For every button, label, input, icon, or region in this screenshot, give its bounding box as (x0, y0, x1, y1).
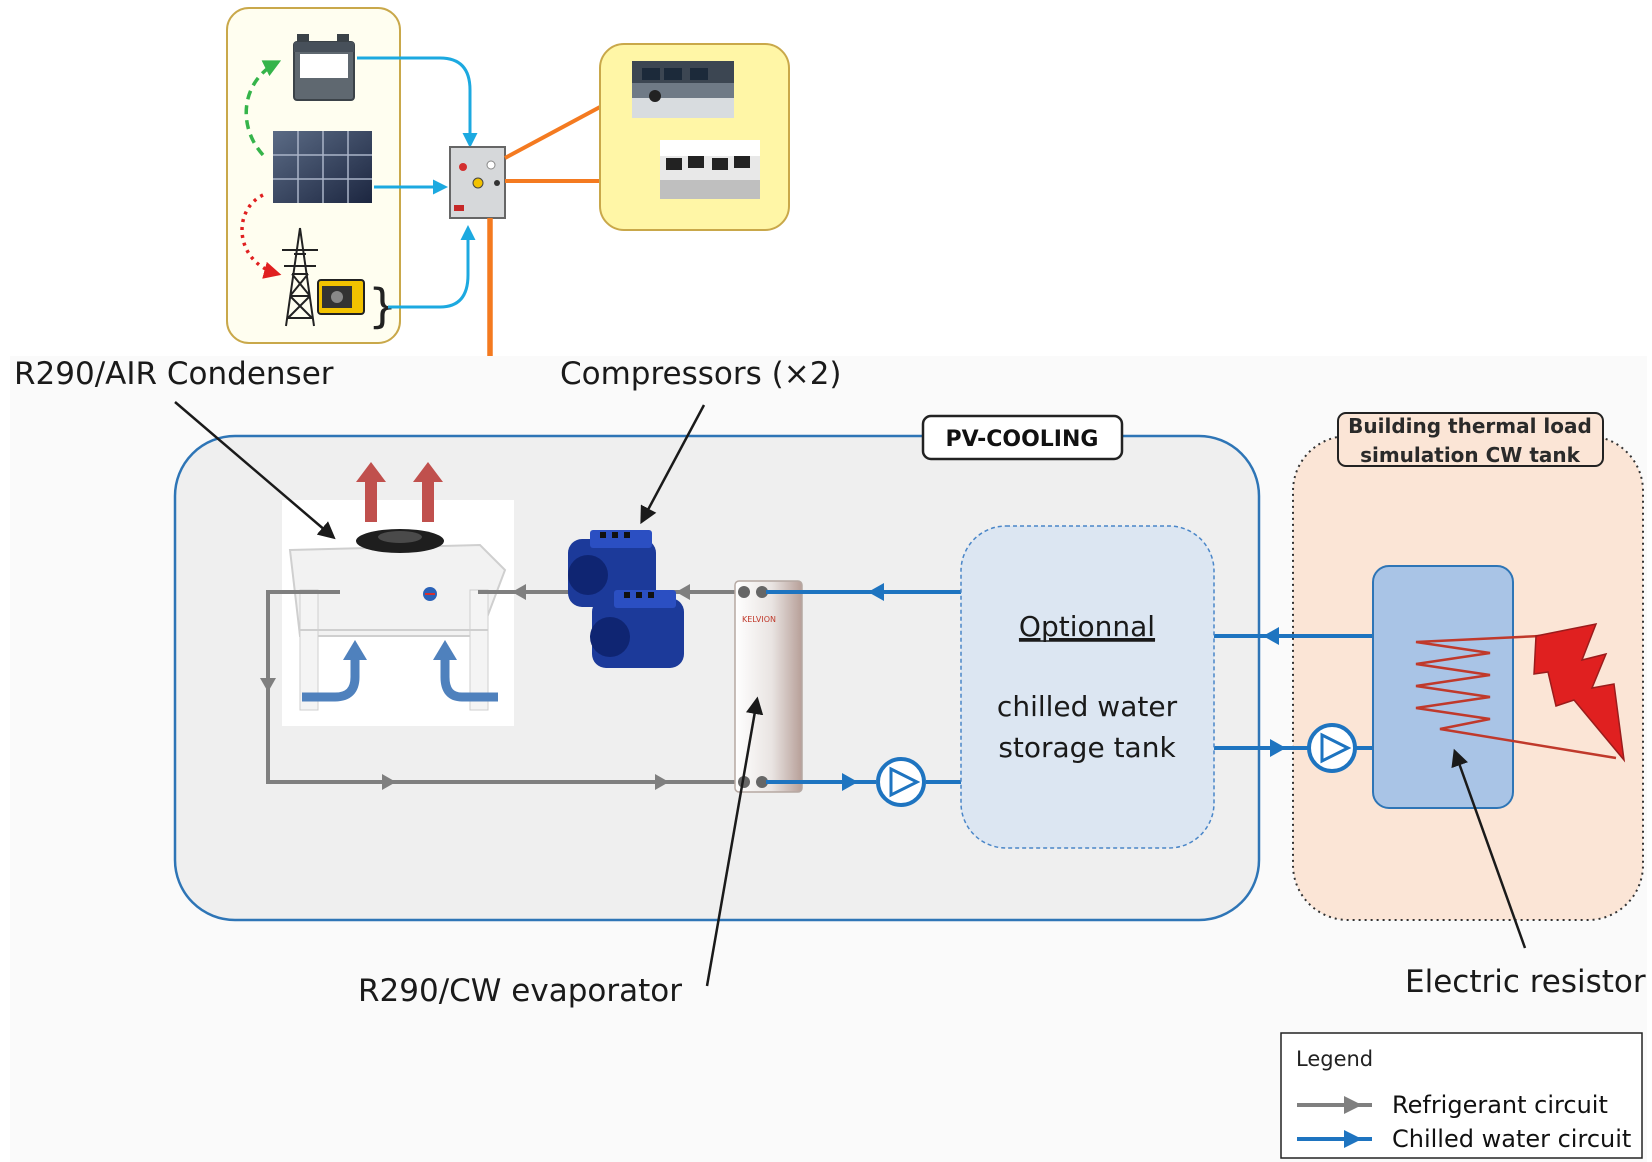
air-inlet-arrows (302, 658, 498, 702)
pv-cooling-title: PV-COOLING (946, 427, 1099, 452)
generator-icon: } (317, 279, 397, 333)
resistor-pointer (1451, 748, 1527, 949)
tank-title: Optionnal (1019, 610, 1155, 643)
legend-refrigerant-label: Refrigerant circuit (1392, 1091, 1608, 1119)
backup-supply-arrow (240, 193, 282, 279)
pump-icon (876, 757, 926, 807)
control-room-photo-icon (632, 61, 734, 118)
control-box-icon (449, 146, 506, 219)
building-load-title-line1: Building thermal load (1348, 414, 1592, 438)
legend: Legend Refrigerant circuit Chilled water… (1280, 1032, 1643, 1159)
air-inlet-arrowheads (343, 640, 457, 660)
evaporator-label: R290/CW evaporator (358, 973, 682, 1009)
solar-panel-icon (273, 131, 372, 203)
chilled-water-circuit (766, 590, 1373, 784)
legend-chilled-water-label: Chilled water circuit (1392, 1125, 1631, 1153)
optional-storage-tank: Optionnal chilled water storage tank (960, 525, 1215, 849)
resistor-coil-icon (1415, 634, 1617, 760)
pump-icon (1307, 723, 1357, 773)
compressors-pointer (640, 404, 706, 525)
condenser-label: R290/AIR Condenser (14, 356, 334, 392)
refrigerant-flow-arrows (260, 584, 690, 790)
building-load-title-box: Building thermal load simulation CW tank (1337, 412, 1604, 467)
hot-air-arrows (356, 462, 443, 522)
tank-line-2: chilled water (997, 690, 1178, 723)
condenser-pointer (174, 401, 336, 540)
resistor-label: Electric resistor (1405, 964, 1646, 1000)
load-simulation-tank (1372, 565, 1514, 809)
grid-to-control-arrow (388, 225, 476, 309)
air-condenser (282, 500, 514, 726)
lightning-icon (1533, 622, 1626, 763)
compressors-label: Compressors (×2) (560, 356, 842, 392)
svg-text:KELVION: KELVION (742, 615, 776, 624)
fan-icon (356, 529, 444, 553)
legend-title: Legend (1296, 1047, 1373, 1071)
tank-line-3: storage tank (998, 731, 1176, 764)
battery-icon (293, 34, 355, 101)
power-pylon-icon (282, 227, 318, 327)
compressor-icon (568, 530, 684, 668)
evaporator-pointer (705, 696, 764, 987)
chilled-water-flow-arrows (842, 583, 1286, 791)
battery-charge-arrow (244, 60, 282, 157)
building-load-title-line2: simulation CW tank (1360, 443, 1581, 467)
battery-to-control-arrow (357, 56, 478, 148)
pv-cooling-title-box: PV-COOLING (921, 414, 1124, 461)
plate-heat-exchanger-icon: KELVION (734, 580, 803, 793)
computer-lab-photo-icon (660, 140, 760, 199)
